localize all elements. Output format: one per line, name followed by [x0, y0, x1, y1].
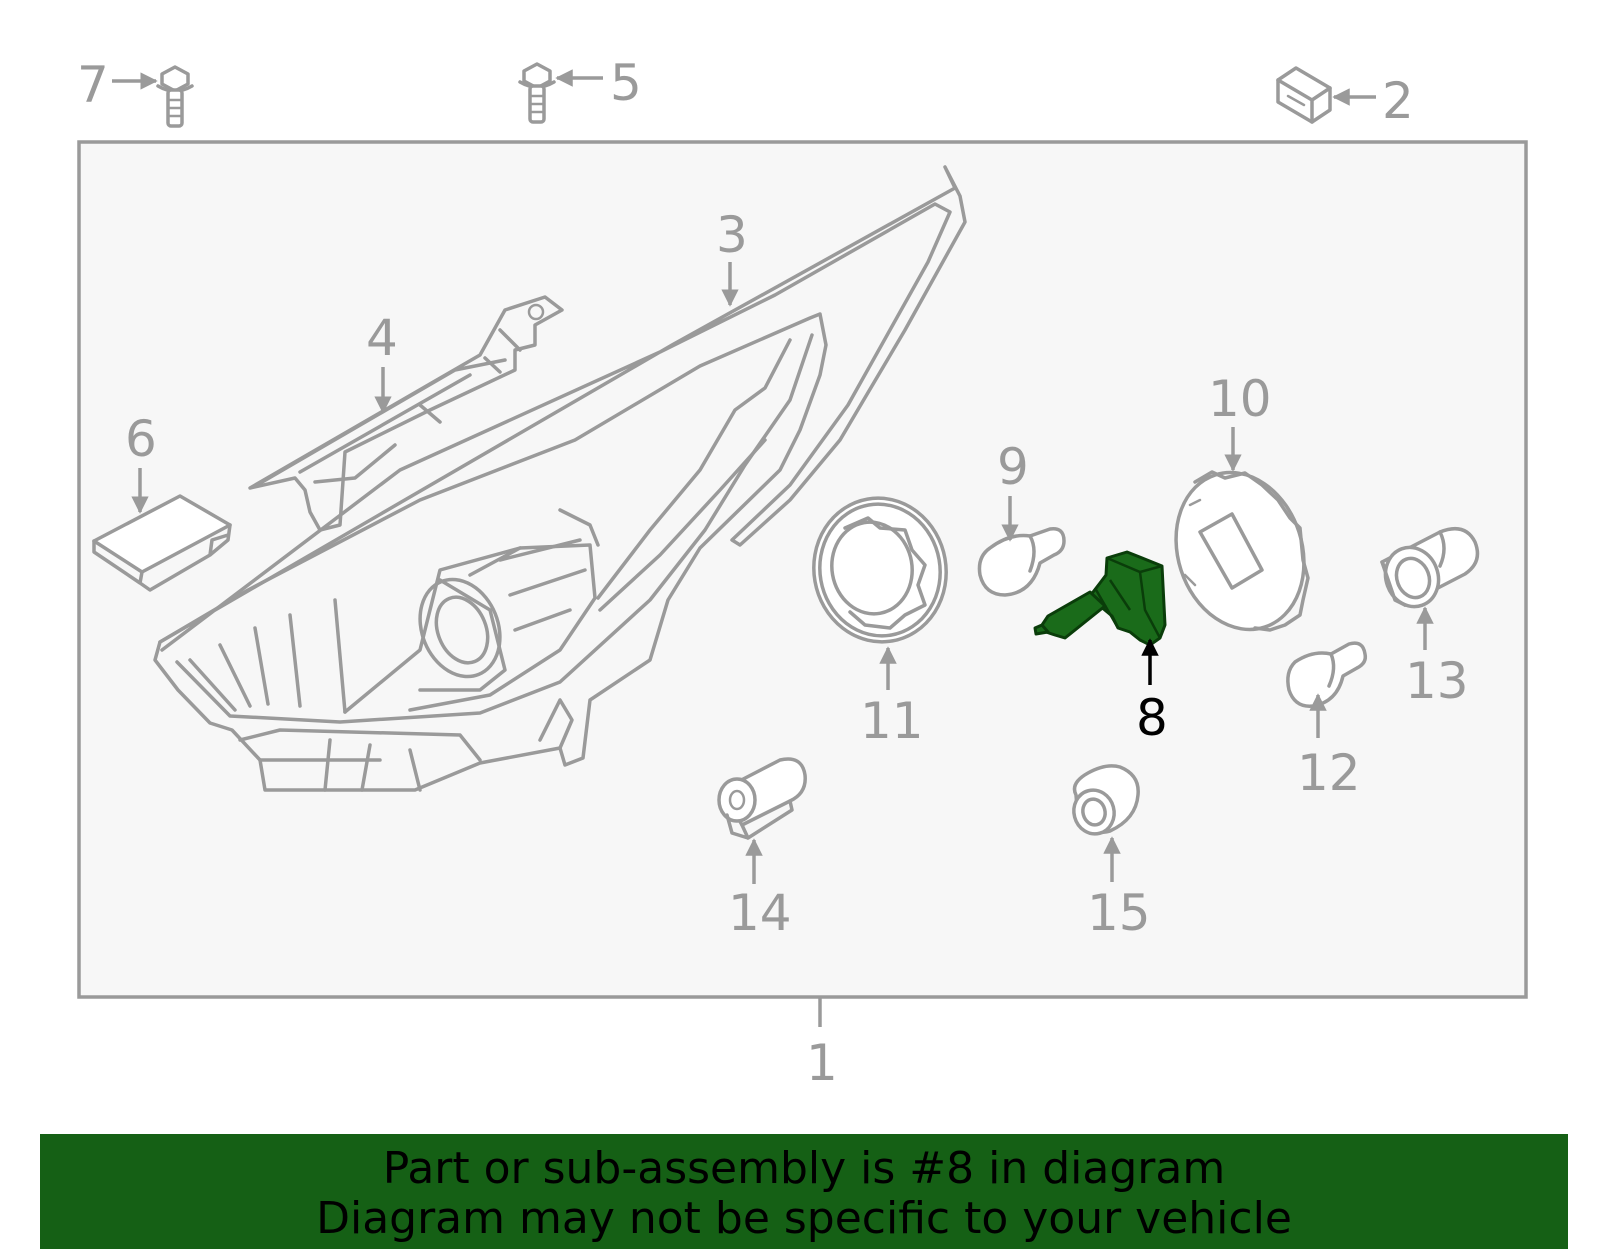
part-9-bulb[interactable]	[977, 527, 1066, 597]
callout-12: 12	[1297, 744, 1361, 802]
part-14-bulb-socket[interactable]	[717, 757, 807, 840]
callout-13: 13	[1405, 652, 1469, 710]
part-6-cover-cap[interactable]	[92, 494, 232, 592]
callout-1: 1	[806, 1034, 838, 1092]
assembly-panel	[77, 140, 1528, 999]
callout-4: 4	[366, 309, 398, 367]
banner-line-disclaimer: Diagram may not be specific to your vehi…	[316, 1193, 1292, 1244]
callout-2: 2	[1382, 72, 1414, 130]
part-15-bulb-socket[interactable]	[1069, 764, 1140, 839]
part-13-socket[interactable]	[1377, 526, 1480, 614]
part-8-bulb-highlighted[interactable]	[1033, 550, 1167, 647]
part-11-dust-cover[interactable]	[803, 488, 958, 653]
part-5-bolt[interactable]	[518, 62, 556, 124]
callout-3: 3	[716, 206, 748, 264]
callout-10: 10	[1208, 370, 1272, 428]
callout-9: 9	[997, 438, 1029, 496]
part-10-socket-cover[interactable]	[1156, 456, 1323, 646]
callout-11: 11	[860, 692, 924, 750]
callout-7: 7	[77, 56, 109, 114]
callout-5: 5	[610, 54, 642, 112]
callout-15: 15	[1087, 884, 1151, 942]
callout-6: 6	[125, 410, 157, 468]
part-3-headlamp-housing[interactable]	[153, 165, 967, 792]
callout-8: 8	[1136, 689, 1168, 747]
part-4-bracket[interactable]	[248, 295, 564, 532]
part-7-bolt[interactable]	[156, 65, 194, 128]
info-banner: Part or sub-assembly is #8 in diagram Di…	[40, 1134, 1568, 1249]
banner-line-part: Part or sub-assembly is #8 in diagram	[382, 1143, 1226, 1194]
part-2-clip[interactable]	[1276, 66, 1332, 124]
callout-14: 14	[728, 884, 792, 942]
part-12-bulb[interactable]	[1286, 641, 1368, 708]
